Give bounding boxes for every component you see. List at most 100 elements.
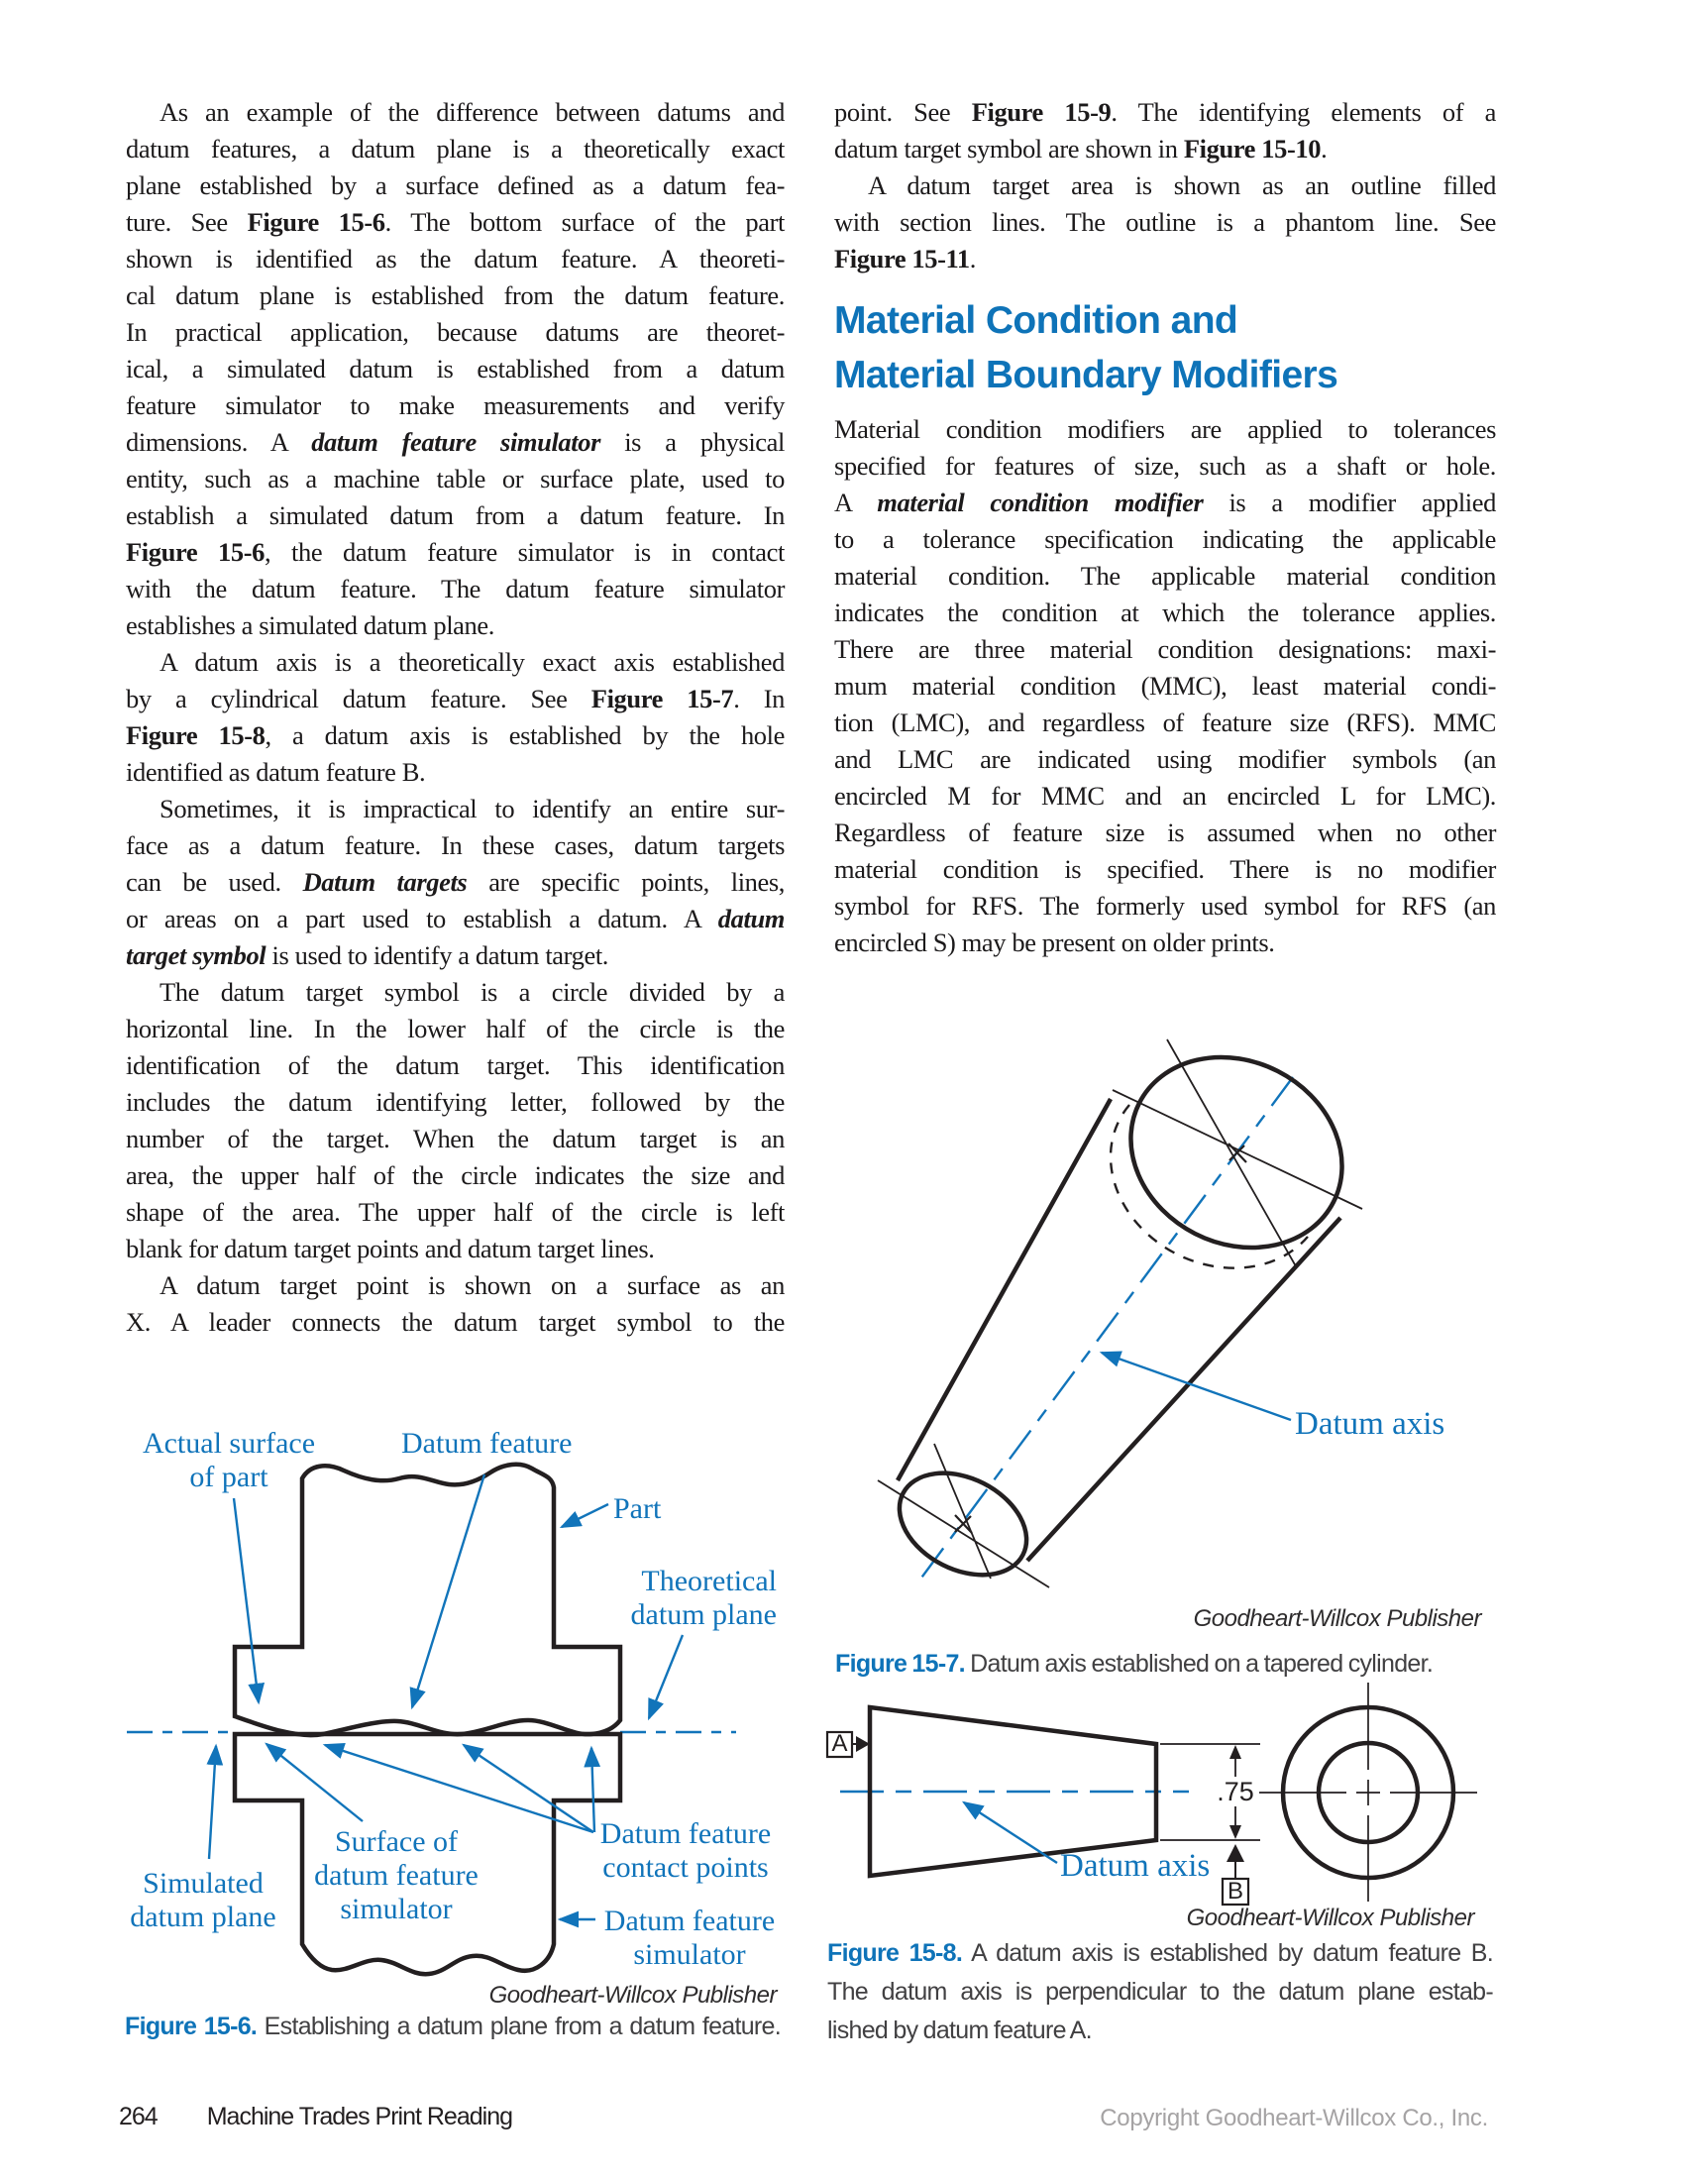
- label-contact-line2: contact points: [602, 1851, 768, 1884]
- text-line: material condition. The applicable mater…: [834, 561, 1496, 591]
- text-line: target symbol is used to identify a datu…: [126, 940, 609, 970]
- text-line: to a tolerance specification indicating …: [834, 524, 1496, 554]
- page-number: 264: [119, 2103, 159, 2130]
- label-theoretical-line2: datum plane: [631, 1598, 777, 1631]
- leader-contact-point-2: [462, 1743, 594, 1833]
- text-line: specified for features of size, such as …: [834, 451, 1496, 481]
- label-actual-surface-line1: Actual surface: [143, 1427, 315, 1460]
- text-line: by a cylindrical datum feature. See Figu…: [126, 684, 785, 713]
- datum-feature-simulator-outline: [232, 1731, 623, 1977]
- text-line: As an example of the difference between …: [160, 97, 785, 127]
- section-heading-line2: Material Boundary Modifiers: [834, 354, 1338, 396]
- text-line: shown is identified as the datum feature…: [126, 244, 785, 273]
- text-line: tion (LMC), and regardless of feature si…: [834, 708, 1496, 737]
- text-line: A datum axis is a theoretically exact ax…: [160, 647, 785, 677]
- book-title: Machine Trades Print Reading: [206, 2103, 513, 2130]
- label-surface-line3: simulator: [340, 1893, 452, 1925]
- dimension-arrow-down-icon: [1229, 1825, 1241, 1839]
- text-line: In practical application, because datums…: [126, 317, 785, 347]
- leader-part: [559, 1502, 609, 1529]
- footer-left: 264 Machine Trades Print Reading: [119, 2103, 513, 2131]
- text-line: Material condition modifiers are applied…: [834, 414, 1496, 444]
- figure-15-7-credit: Goodheart-Willcox Publisher: [1193, 1605, 1482, 1632]
- label-theoretical-line1: Theoretical: [641, 1565, 777, 1597]
- label-dfsim-line2: simulator: [633, 1938, 745, 1971]
- label-simulated-line2: datum plane: [130, 1901, 275, 1933]
- text-line: indicates the condition at which the tol…: [834, 598, 1496, 627]
- figure-15-8-drawing: A .75 B Datum axis: [825, 1683, 1477, 1907]
- datum-a-letter: A: [831, 1730, 847, 1757]
- text-line: and LMC are indicated using modifier sym…: [834, 744, 1496, 774]
- text-line: plane established by a surface defined a…: [126, 170, 785, 200]
- extension-lines: [1160, 1743, 1260, 1841]
- text-line: identified as datum feature B.: [126, 757, 426, 787]
- part-outline: [232, 1462, 623, 1738]
- leader-datum-axis: [961, 1800, 1058, 1865]
- label-datum-feature: Datum feature: [401, 1427, 572, 1460]
- cone-side-lines: [896, 1097, 1342, 1563]
- text-line: Figure 15-8, a datum axis is established…: [126, 720, 785, 750]
- figure-15-8-credit: Goodheart-Willcox Publisher: [1186, 1905, 1475, 1931]
- figure-15-6-caption: Figure 15-6. Establishing a datum plane …: [125, 2008, 782, 2046]
- text-line: feature simulator to make measurements a…: [126, 390, 785, 420]
- text-line: identification of the datum target. This…: [126, 1050, 785, 1080]
- datum-b-letter: B: [1228, 1878, 1243, 1905]
- text-line: Figure 15-11.: [834, 244, 977, 273]
- text-line: material condition is specified. There i…: [834, 854, 1496, 884]
- text-line: Figure 15-6, the datum feature simulator…: [126, 537, 785, 567]
- text-line: Regardless of feature size is assumed wh…: [834, 818, 1496, 847]
- text-line: encircled S) may be present on older pri…: [834, 927, 1275, 957]
- text-line: can be used. Datum targets are specific …: [126, 867, 786, 897]
- figure-15-7-drawing: Datum axis: [877, 1038, 1444, 1588]
- text-line: ical, a simulated datum is established f…: [126, 354, 785, 383]
- datum-a-triangle-icon: [856, 1736, 870, 1752]
- text-line: A datum target point is shown on a surfa…: [160, 1270, 785, 1300]
- figure-15-8-caption: Figure 15-8. A datum axis is established…: [827, 1934, 1494, 2050]
- text-line: ture. See Figure 15-6. The bottom surfac…: [126, 207, 786, 237]
- label-dfsim-line1: Datum feature: [604, 1905, 775, 1937]
- text-line: shape of the area. The upper half of the…: [126, 1197, 785, 1227]
- figure-15-6-credit: Goodheart-Willcox Publisher: [488, 1982, 778, 2009]
- figure-15-7-caption: Figure 15-7. Datum axis established on a…: [835, 1645, 1504, 1684]
- end-view-crosshairs: [1259, 1683, 1477, 1902]
- left-column-text: As an example of the difference between …: [126, 94, 785, 1341]
- label-part: Part: [613, 1492, 662, 1525]
- small-end-ellipse: [897, 1471, 1029, 1578]
- leader-theoretical-datum-plane: [647, 1634, 685, 1721]
- text-line: with the datum feature. The datum featur…: [126, 574, 785, 603]
- text-line: horizontal line. In the lower half of th…: [126, 1014, 785, 1043]
- text-line: X. A leader connects the datum target sy…: [126, 1307, 785, 1337]
- text-line: datum target symbol are shown in Figure …: [834, 134, 1328, 164]
- leader-datum-axis: [1099, 1351, 1292, 1422]
- text-line: dimensions. A datum feature simulator is…: [126, 427, 785, 457]
- text-line: A datum target area is shown as an outli…: [868, 170, 1496, 200]
- label-simulated-line1: Simulated: [143, 1867, 264, 1900]
- dimension-arrow-up-icon: [1229, 1745, 1241, 1759]
- footer-copyright: Copyright Goodheart-Willcox Co., Inc.: [1100, 2105, 1488, 2131]
- text-line: A material condition modifier is a modif…: [834, 488, 1496, 517]
- text-line: includes the datum identifying letter, f…: [126, 1087, 785, 1117]
- text-line: establishes a simulated datum plane.: [126, 610, 494, 640]
- text-line: establish a simulated datum from a datum…: [126, 500, 785, 530]
- text-line: Figure 15-8. A datum axis is established…: [827, 1939, 1494, 1967]
- datum-b-triangle-icon: [1227, 1844, 1244, 1862]
- text-line: symbol for RFS. The formerly used symbol…: [834, 891, 1496, 921]
- text-line: point. See Figure 15-9. The identifying …: [834, 97, 1496, 127]
- text-line: area, the upper half of the circle indic…: [126, 1160, 785, 1190]
- text-line: or areas on a part used to establish a d…: [126, 904, 785, 933]
- leader-surface-of-simulator: [265, 1742, 364, 1822]
- section-heading: Material Condition and Material Boundary…: [834, 293, 1528, 402]
- text-line: entity, such as a machine table or surfa…: [126, 464, 785, 493]
- figure-15-6-drawing: Actual surface of part Datum feature Par…: [127, 1427, 777, 1977]
- label-surface-line1: Surface of: [335, 1825, 458, 1858]
- right-column-top-text: point. See Figure 15-9. The identifying …: [834, 94, 1496, 277]
- leader-contact-point-1: [322, 1742, 594, 1834]
- text-line: The datum target symbol is a circle divi…: [160, 977, 785, 1007]
- text-line: Figure 15-6. Establishing a datum plane …: [125, 2013, 782, 2040]
- label-actual-surface-line2: of part: [189, 1461, 268, 1493]
- leader-datum-feature: [409, 1473, 486, 1710]
- hidden-edge-dashed-arc: [1109, 1104, 1309, 1269]
- center-x-marks: [954, 1143, 1247, 1534]
- section-heading-line1: Material Condition and: [834, 299, 1238, 342]
